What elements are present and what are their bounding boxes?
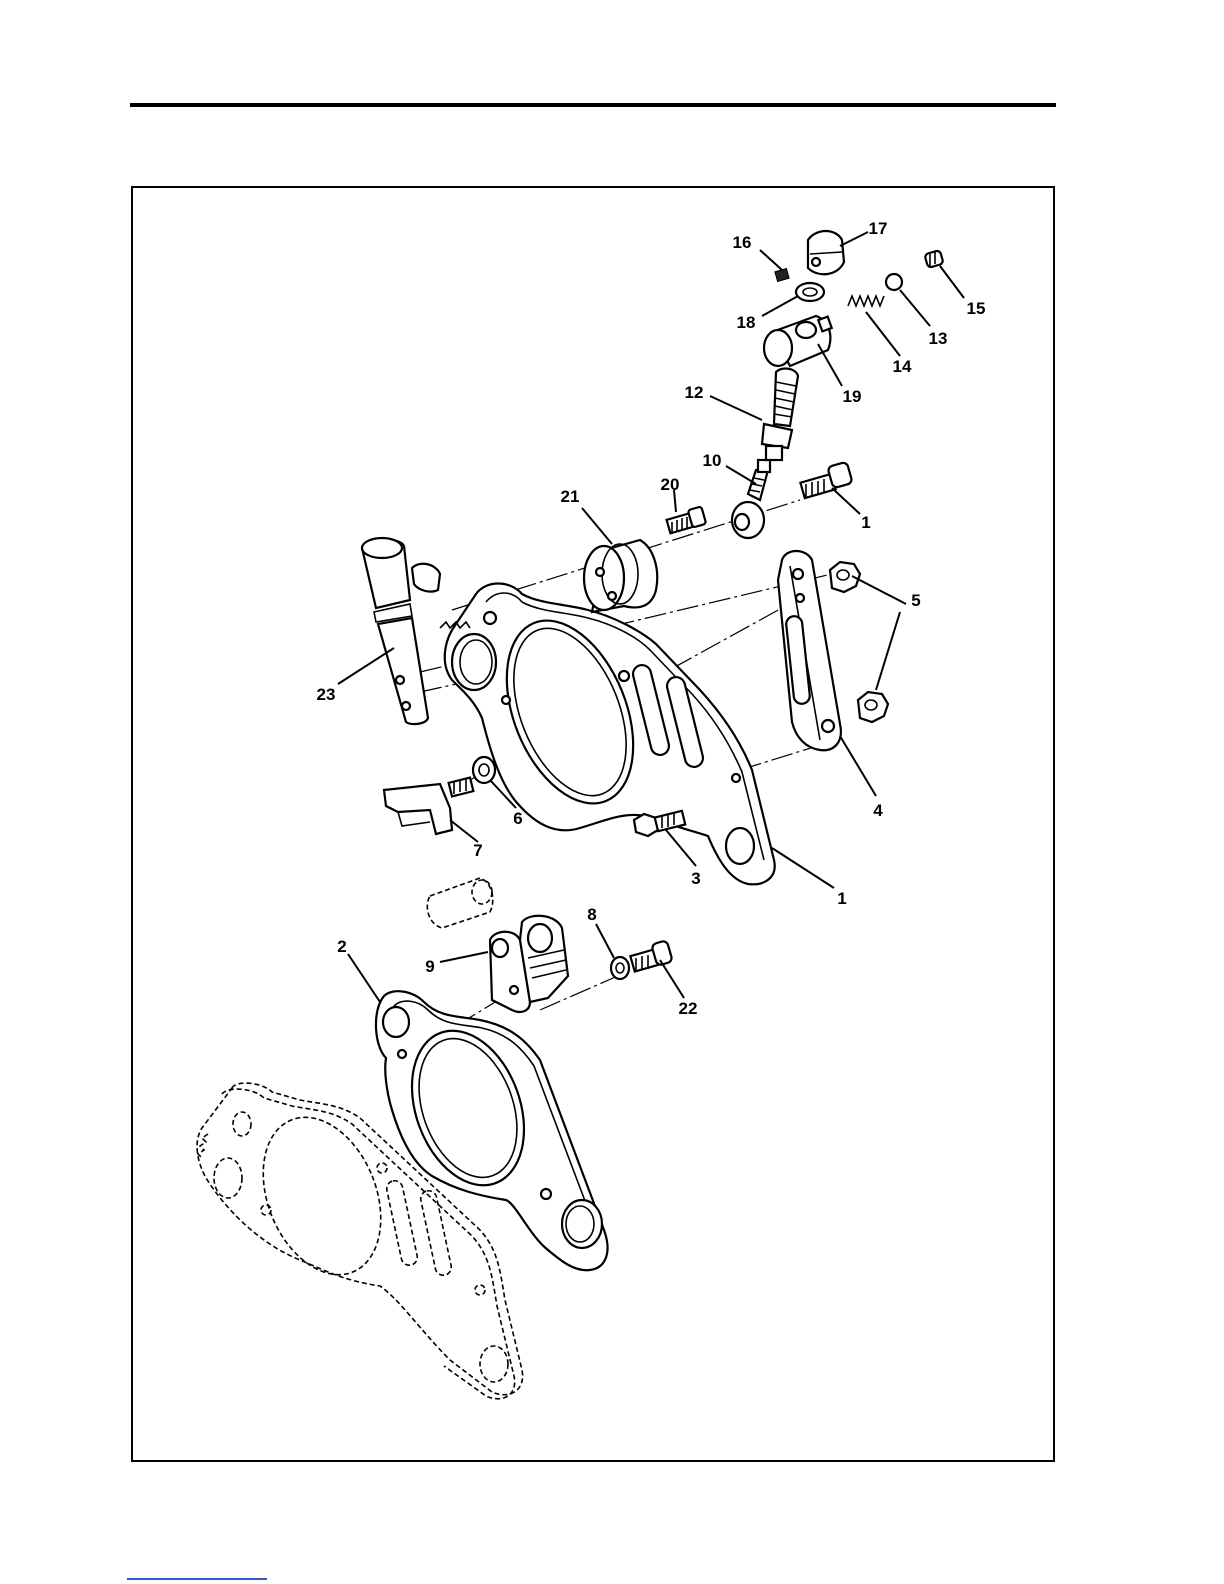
callout-22: 22 [679, 999, 698, 1018]
callout-3: 3 [691, 869, 700, 888]
callout-7: 7 [473, 841, 482, 860]
callout-12: 12 [685, 383, 704, 402]
plug-part-15 [924, 250, 943, 268]
callout-8: 8 [587, 905, 596, 924]
cap-screw-part-20 [667, 506, 707, 534]
callout-23: 23 [317, 685, 336, 704]
callout-16: 16 [733, 233, 752, 252]
bolt-upper-part-1 [800, 462, 852, 498]
callout-5: 5 [911, 591, 920, 610]
spring-part-14 [848, 296, 884, 306]
main-bracket-plate-part-1 [440, 584, 775, 885]
ball-part-13 [886, 274, 902, 290]
set-screw-part-16 [775, 269, 789, 282]
callout-18: 18 [737, 313, 756, 332]
callout-6: 6 [513, 809, 522, 828]
cylinder-block-part-19 [764, 316, 832, 366]
callout-21: 21 [561, 487, 580, 506]
callout-17: 17 [869, 219, 888, 238]
nut-part-18 [796, 283, 824, 301]
washer-part-8 [611, 957, 629, 979]
clip-part-7 [384, 778, 473, 834]
callout-9: 9 [425, 957, 434, 976]
nuts-part-5 [830, 562, 888, 722]
cap-screw-part-22 [630, 940, 672, 972]
callout-15: 15 [967, 299, 986, 318]
bushing-part-21 [584, 540, 657, 612]
callout-20: 20 [661, 475, 680, 494]
callout-4: 4 [873, 801, 883, 820]
washer-part-6 [473, 757, 495, 783]
clevis-part-9 [427, 878, 568, 1012]
callout-10: 10 [703, 451, 722, 470]
rod-end-part-10 [732, 460, 770, 538]
callout-labels: 16 17 18 15 13 14 19 12 10 20 21 1 5 23 … [317, 219, 986, 1018]
callout-13: 13 [929, 329, 948, 348]
footer-link-underline[interactable] [127, 1578, 267, 1580]
callout-2: 2 [337, 937, 346, 956]
callout-19: 19 [843, 387, 862, 406]
callout-14: 14 [893, 357, 912, 376]
cap-nut-part-17 [808, 231, 844, 274]
callout-1-upper: 1 [861, 513, 870, 532]
gasket-plate-part-2 [376, 991, 608, 1270]
callout-1-lower: 1 [837, 889, 846, 908]
shaft-part-23 [362, 538, 440, 724]
threaded-stem-part-12 [762, 369, 798, 460]
